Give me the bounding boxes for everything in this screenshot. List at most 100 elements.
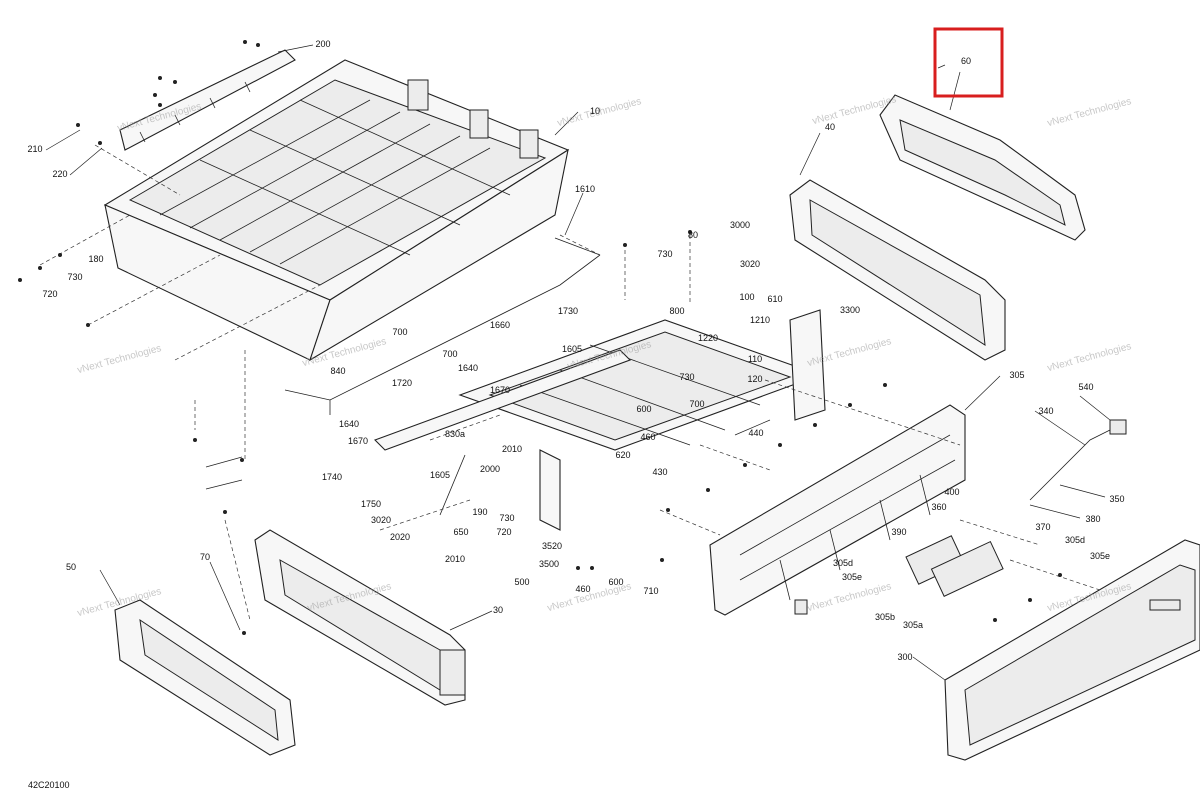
callout-label: 720 (496, 527, 511, 537)
callout-label: 2010 (445, 554, 465, 564)
callout-label: 100 (739, 292, 754, 302)
callout-label: 830a (445, 429, 465, 439)
callout-label: 120 (747, 374, 762, 384)
callout-label: 2020 (390, 532, 410, 542)
part-200-bracket (119, 49, 296, 151)
side-panel-40 (789, 179, 1006, 361)
callout-label: 190 (472, 507, 487, 517)
callout-label: 3500 (539, 559, 559, 569)
callout-label: 80 (688, 230, 698, 240)
callout-label: 10 (590, 106, 600, 116)
watermark: vNext Technologies (1046, 96, 1132, 129)
callout-label: 540 (1078, 382, 1093, 392)
latch-assembly (794, 419, 1127, 615)
callout-label: 730 (499, 513, 514, 523)
callout-label: 730 (679, 372, 694, 382)
callout-label: 1670 (348, 436, 368, 446)
callout-label: 360 (931, 502, 946, 512)
callout-label: 380 (1085, 514, 1100, 524)
callout-label: 400 (944, 487, 959, 497)
callout-label: 390 (891, 527, 906, 537)
frame-800 (374, 309, 826, 531)
callout-labels: 200 210 220 730 720 180 10 1610 80 730 3000 3020 173… (27, 39, 1124, 662)
callout-label: 30 (493, 605, 503, 615)
figure-code: 42C20100 (28, 780, 70, 790)
side-panel-50 (114, 599, 296, 756)
callout-label: 1605 (562, 344, 582, 354)
callout-label: 500 (514, 577, 529, 587)
callout-label: 2010 (502, 444, 522, 454)
callout-label: 3020 (371, 515, 391, 525)
cover-60 (879, 94, 1086, 241)
linkage-rods (284, 237, 1111, 516)
callout-label: 340 (1038, 406, 1053, 416)
callout-label: 220 (52, 169, 67, 179)
callout-label: 2000 (480, 464, 500, 474)
callout-label: 180 (88, 254, 103, 264)
callout-label: 610 (767, 294, 782, 304)
callout-label: 710 (643, 586, 658, 596)
callout-label: 460 (640, 432, 655, 442)
callout-label: 1210 (750, 315, 770, 325)
cargo-box (103, 59, 570, 362)
watermark: vNext Technologies (76, 343, 162, 376)
callout-label: 305d (833, 558, 853, 568)
callout-label: 110 (748, 354, 762, 364)
callout-label: 720 (42, 289, 57, 299)
callout-label: 200 (315, 39, 330, 49)
callout-label: 600 (636, 404, 651, 414)
callout-label: 1640 (339, 419, 359, 429)
callout-label: 305b (875, 612, 895, 622)
callout-label: 440 (748, 428, 763, 438)
tailgate-outer-300 (944, 539, 1200, 761)
assembly-lines (39, 144, 1101, 621)
leader-lines (45, 44, 1111, 681)
callout-label: 305a (903, 620, 923, 630)
callout-label: 70 (200, 552, 210, 562)
callout-label: 3000 (730, 220, 750, 230)
callout-label: 700 (442, 349, 457, 359)
callout-label: 800 (669, 306, 684, 316)
callout-label: 370 (1035, 522, 1050, 532)
callout-label: 700 (689, 399, 704, 409)
highlight-label: 60 (961, 56, 971, 66)
callout-label: 430 (652, 467, 667, 477)
fasteners (18, 40, 1062, 635)
callout-label: 350 (1109, 494, 1124, 504)
callout-label: 730 (657, 249, 672, 259)
callout-label: 1670 (490, 385, 510, 395)
callout-label: 210 (27, 144, 42, 154)
side-panel-30 (254, 529, 466, 706)
tailgate-inner-305 (709, 404, 966, 616)
callout-label: 700 (392, 327, 407, 337)
callout-label: 460 (575, 584, 590, 594)
watermark: vNext Technologies (806, 581, 892, 614)
callout-label: 840 (330, 366, 345, 376)
callout-label: 600 (608, 577, 623, 587)
callout-label: 40 (825, 122, 835, 132)
callout-label: 1220 (698, 333, 718, 343)
callout-label: 50 (66, 562, 76, 572)
callout-label: 1640 (458, 363, 478, 373)
callout-label: 305 (1009, 370, 1024, 380)
watermark: vNext Technologies (1046, 341, 1132, 374)
callout-label: 1740 (322, 472, 342, 482)
callout-label: 1730 (558, 306, 578, 316)
callout-label: 650 (453, 527, 468, 537)
callout-label: 1605 (430, 470, 450, 480)
callout-label: 3300 (840, 305, 860, 315)
callout-label: 1720 (392, 378, 412, 388)
callout-label: 620 (615, 450, 630, 460)
callout-label: 3020 (740, 259, 760, 269)
callout-label: 305d (1065, 535, 1085, 545)
callout-label: 300 (897, 652, 912, 662)
callout-label: 1750 (361, 499, 381, 509)
callout-label: 730 (67, 272, 82, 282)
callout-label: 1660 (490, 320, 510, 330)
highlight-box: 60 (933, 27, 1004, 98)
callout-label: 1610 (575, 184, 595, 194)
callout-label: 305e (842, 572, 862, 582)
callout-label: 3520 (542, 541, 562, 551)
callout-label: 305e (1090, 551, 1110, 561)
